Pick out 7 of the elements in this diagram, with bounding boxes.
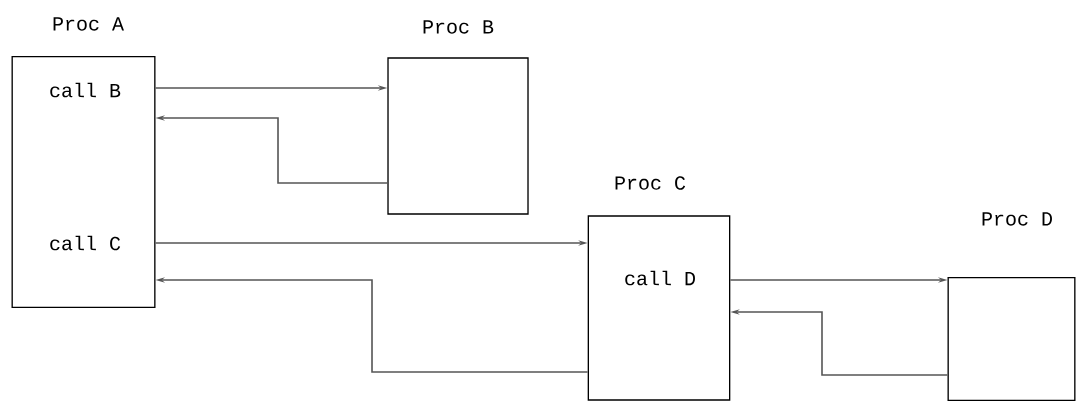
call-label: call D [625, 270, 695, 286]
box-heading: Proc A [53, 17, 124, 31]
box-heading: Proc D [982, 212, 1052, 226]
call-label: call C [50, 235, 121, 251]
box-heading: Proc B [423, 20, 494, 34]
box-heading: Proc C [615, 176, 686, 190]
call-label: call B [50, 82, 121, 98]
